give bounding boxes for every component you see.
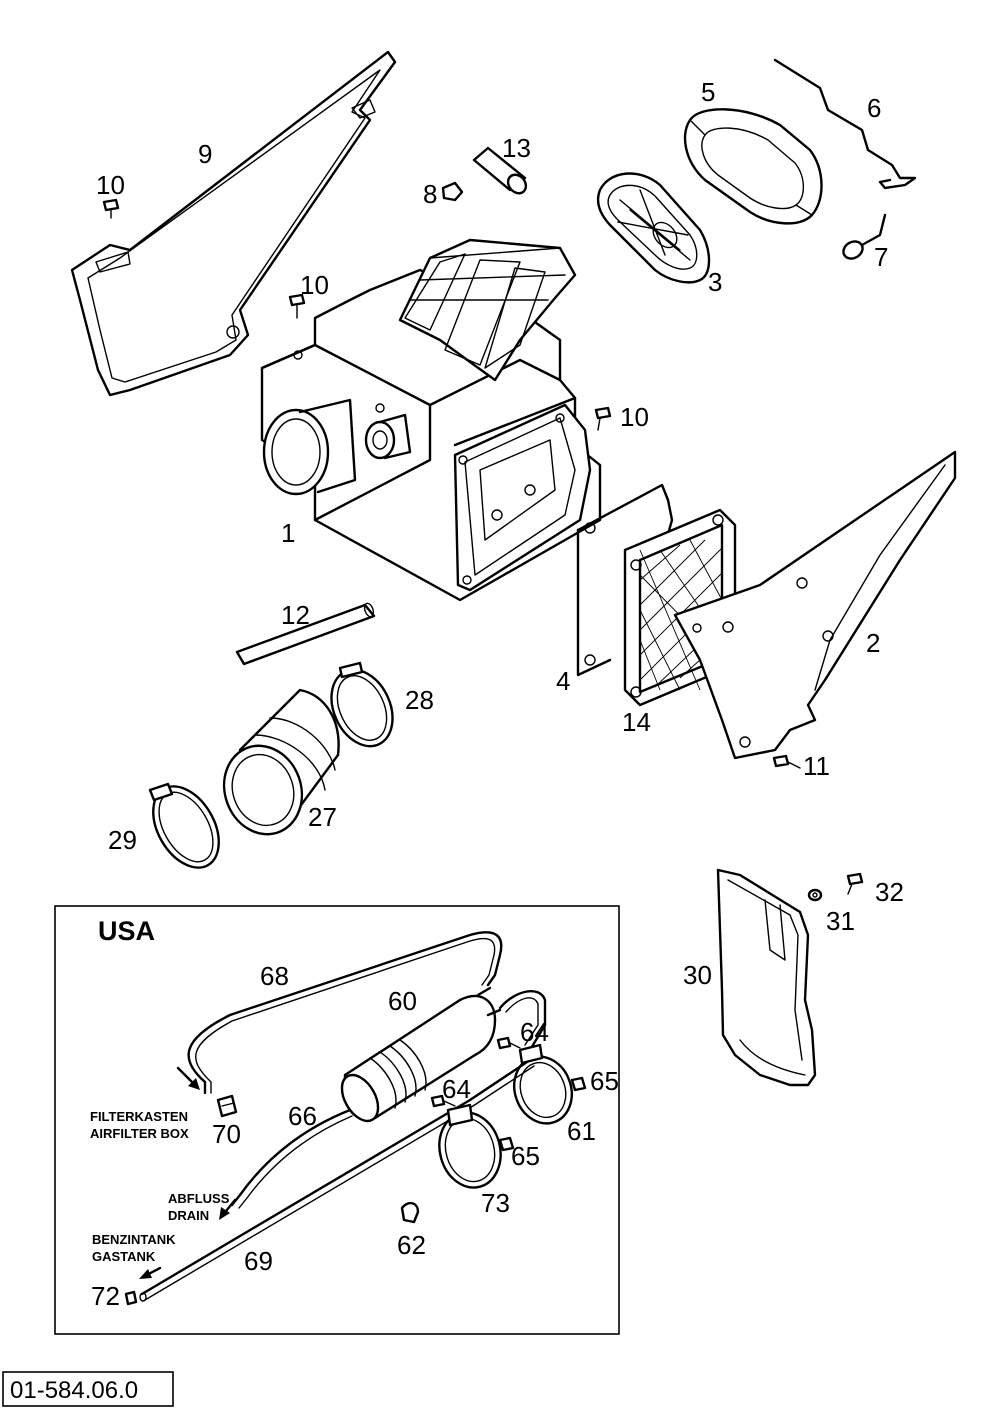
label-60: 60 bbox=[388, 986, 417, 1016]
part-10-screw-top-left bbox=[102, 198, 120, 219]
label-9: 9 bbox=[198, 139, 212, 169]
part-65-nut-upper bbox=[570, 1076, 587, 1092]
part-6-retaining-wire bbox=[773, 58, 917, 190]
annotation-airfilter-box: AIRFILTER BOX bbox=[90, 1126, 189, 1141]
label-31: 31 bbox=[826, 906, 855, 936]
label-65-upper: 65 bbox=[590, 1066, 619, 1096]
label-4: 4 bbox=[556, 666, 570, 696]
part-10-screw-right bbox=[594, 406, 612, 431]
part-13-sleeve bbox=[472, 146, 528, 195]
label-28: 28 bbox=[405, 685, 434, 715]
part-10-screw-middle bbox=[288, 293, 306, 319]
part-61-bracket-clamp bbox=[513, 1043, 573, 1125]
part-32-screw bbox=[846, 872, 864, 895]
part-8-nut bbox=[441, 181, 464, 202]
label-73: 73 bbox=[481, 1188, 510, 1218]
part-5-foam-filter bbox=[683, 108, 823, 225]
label-66: 66 bbox=[288, 1101, 317, 1131]
label-10-top-left: 10 bbox=[96, 170, 125, 200]
part-60-charcoal-canister bbox=[340, 986, 502, 1123]
part-3-filter-cage bbox=[596, 172, 711, 284]
part-29-hose-clamp bbox=[148, 782, 220, 869]
arrow-drain bbox=[219, 1198, 237, 1220]
part-9-left-side-cover bbox=[70, 50, 397, 397]
label-30: 30 bbox=[683, 960, 712, 990]
annotation-gastank: GASTANK bbox=[92, 1249, 156, 1264]
label-11: 11 bbox=[803, 751, 830, 781]
part-64-screw-lower bbox=[430, 1094, 456, 1108]
part-31-washer bbox=[807, 888, 823, 902]
part-64-hose-upper bbox=[498, 990, 547, 1052]
usa-inset: USA bbox=[54, 905, 620, 1335]
label-65-lower: 65 bbox=[511, 1141, 540, 1171]
label-64-upper: 64 bbox=[520, 1017, 549, 1047]
label-61: 61 bbox=[567, 1116, 596, 1146]
part-28-hose-clamp bbox=[330, 661, 394, 748]
label-5: 5 bbox=[701, 77, 715, 107]
label-69: 69 bbox=[244, 1246, 273, 1276]
part-labels: 1 2 3 4 5 6 7 8 9 10 10 10 11 12 13 14 2… bbox=[96, 77, 904, 990]
usa-inset-frame bbox=[54, 905, 620, 1335]
part-65-nut-lower bbox=[498, 1136, 515, 1152]
part-27-intake-boot bbox=[222, 688, 340, 836]
label-68: 68 bbox=[260, 961, 289, 991]
reference-number: 01-584.06.0 bbox=[10, 1377, 138, 1404]
label-10-middle: 10 bbox=[300, 270, 329, 300]
annotation-drain: DRAIN bbox=[168, 1208, 209, 1223]
part-11-screw bbox=[772, 754, 801, 769]
label-7: 7 bbox=[874, 242, 888, 272]
label-6: 6 bbox=[867, 93, 881, 123]
label-10-right: 10 bbox=[620, 402, 649, 432]
reference-number-box: 01-584.06.0 bbox=[2, 1371, 174, 1407]
part-7-pin bbox=[842, 213, 887, 260]
annotation-benzintank: BENZINTANK bbox=[92, 1232, 176, 1247]
label-27: 27 bbox=[308, 802, 337, 832]
label-62: 62 bbox=[397, 1230, 426, 1260]
label-13: 13 bbox=[502, 133, 531, 163]
part-68-vent-hose bbox=[187, 931, 503, 1095]
label-1: 1 bbox=[281, 518, 295, 548]
label-72: 72 bbox=[91, 1281, 120, 1311]
part-73-bracket-clamp bbox=[438, 1103, 502, 1189]
part-62-clip bbox=[400, 1201, 420, 1224]
label-2: 2 bbox=[866, 628, 880, 658]
arrow-gastank bbox=[139, 1266, 162, 1279]
part-72-fitting bbox=[124, 1290, 138, 1306]
part-12-hose bbox=[235, 602, 376, 666]
part-70-check-valve bbox=[216, 1094, 238, 1118]
part-69-fuel-hose bbox=[140, 1058, 532, 1296]
label-3: 3 bbox=[708, 267, 722, 297]
usa-inset-title: USA bbox=[98, 916, 155, 946]
part-4-gasket bbox=[576, 483, 674, 677]
arrow-to-airfilter-box bbox=[176, 1066, 200, 1090]
label-32: 32 bbox=[875, 877, 904, 907]
annotation-filterkasten: FILTERKASTEN bbox=[90, 1109, 188, 1124]
part-1-airbox bbox=[260, 238, 602, 602]
part-2-right-side-cover bbox=[673, 450, 957, 760]
annotation-abfluss: ABFLUSS bbox=[168, 1191, 230, 1206]
part-66-drain-hose bbox=[230, 1108, 352, 1207]
label-29: 29 bbox=[108, 825, 137, 855]
label-64-lower: 64 bbox=[442, 1074, 471, 1104]
label-70: 70 bbox=[212, 1119, 241, 1149]
part-30-mud-flap bbox=[716, 868, 817, 1087]
label-14: 14 bbox=[622, 707, 651, 737]
label-8: 8 bbox=[423, 179, 437, 209]
part-64-screw-upper bbox=[496, 1036, 521, 1050]
label-12: 12 bbox=[281, 600, 310, 630]
